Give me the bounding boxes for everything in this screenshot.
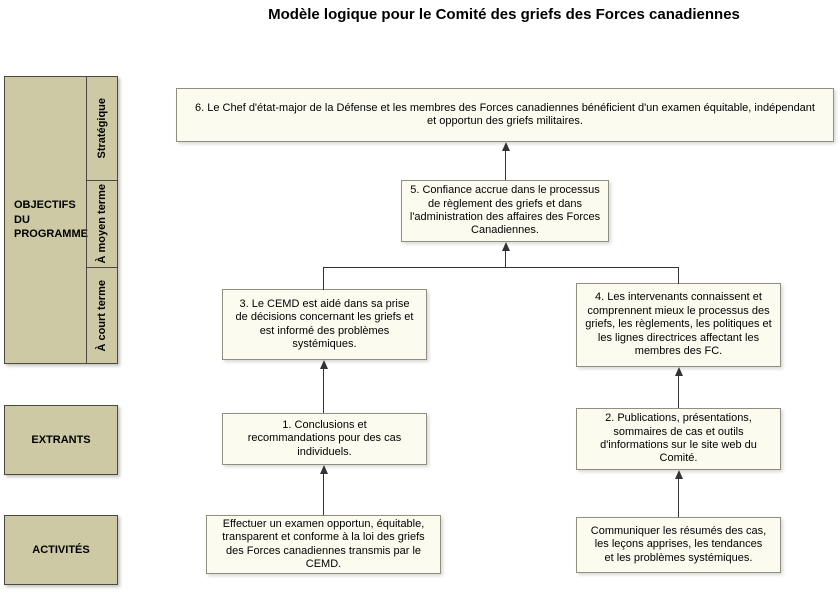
arrow-shaft bbox=[323, 369, 324, 413]
arrowhead-icon bbox=[319, 360, 328, 369]
arrowhead-icon bbox=[501, 142, 510, 151]
category-objectifs-label: OBJECTIFS DU PROGRAMME bbox=[14, 198, 88, 241]
arrow-shaft bbox=[678, 479, 679, 517]
arrowhead-icon bbox=[319, 465, 328, 474]
arrow-b1-to-b3 bbox=[319, 360, 328, 413]
arrow-shaft bbox=[678, 376, 679, 408]
output-box-2-text: 2. Publications, présentations, sommaire… bbox=[600, 412, 757, 465]
activity-box-left-text: Effectuer un examen opportun, équitable,… bbox=[222, 517, 425, 570]
outcome-box-5: 5. Confiance accrue dans le processus de… bbox=[401, 180, 609, 242]
outcome-box-3: 3. Le CEMD est aidé dans sa prise de déc… bbox=[222, 289, 427, 360]
term-cell-court-terme: À court terme bbox=[87, 267, 117, 363]
arrow-shaft bbox=[505, 151, 506, 180]
arrow-shaft bbox=[505, 251, 506, 267]
outcome-box-6-text: 6. Le Chef d'état-major de la Défense et… bbox=[195, 101, 815, 127]
arrowhead-icon bbox=[674, 367, 683, 376]
category-extrants: EXTRANTS bbox=[4, 405, 118, 475]
category-extrants-label: EXTRANTS bbox=[31, 434, 91, 446]
term-court-terme-label: À court terme bbox=[96, 279, 108, 352]
output-box-1-text: 1. Conclusions et recommandations pour d… bbox=[247, 418, 402, 458]
arrow-connector-to-b5 bbox=[501, 242, 510, 267]
diagram-title: Modèle logique pour le Comité des griefs… bbox=[268, 6, 740, 23]
term-strategique-label: Stratégique bbox=[96, 98, 108, 159]
output-box-2: 2. Publications, présentations, sommaire… bbox=[576, 408, 781, 470]
outcome-box-5-text: 5. Confiance accrue dans le processus de… bbox=[409, 184, 601, 237]
arrowhead-icon bbox=[674, 470, 683, 479]
category-objectifs-programme: OBJECTIFS DU PROGRAMME Stratégique À moy… bbox=[4, 76, 118, 364]
connector-left-vertical bbox=[323, 267, 324, 290]
arrow-b2-to-b4 bbox=[674, 367, 683, 408]
term-strip: Stratégique À moyen terme À court terme bbox=[86, 77, 117, 363]
arrow-a1-to-b1 bbox=[319, 465, 328, 515]
output-box-1: 1. Conclusions et recommandations pour d… bbox=[222, 413, 427, 465]
term-cell-moyen-terme: À moyen terme bbox=[87, 179, 117, 267]
activity-box-right-text: Communiquer les résumés des cas, les leç… bbox=[590, 524, 767, 564]
arrow-shaft bbox=[323, 474, 324, 515]
category-activites: ACTIVITÉS bbox=[4, 515, 118, 585]
connector-horizontal bbox=[323, 267, 679, 268]
outcome-box-3-text: 3. Le CEMD est aidé dans sa prise de déc… bbox=[235, 297, 414, 350]
category-activites-label: ACTIVITÉS bbox=[32, 544, 90, 556]
term-moyen-terme-label: À moyen terme bbox=[96, 184, 108, 264]
activity-box-right: Communiquer les résumés des cas, les leç… bbox=[576, 517, 781, 573]
arrow-b5-to-b6 bbox=[501, 142, 510, 180]
term-cell-strategique: Stratégique bbox=[87, 77, 117, 180]
arrowhead-icon bbox=[501, 242, 510, 251]
outcome-box-6: 6. Le Chef d'état-major de la Défense et… bbox=[176, 88, 834, 142]
connector-right-vertical bbox=[678, 267, 679, 284]
activity-box-left: Effectuer un examen opportun, équitable,… bbox=[206, 515, 441, 574]
arrow-a2-to-b2 bbox=[674, 470, 683, 517]
outcome-box-4-text: 4. Les intervenants connaissent et compr… bbox=[585, 291, 772, 358]
outcome-box-4: 4. Les intervenants connaissent et compr… bbox=[576, 283, 781, 367]
